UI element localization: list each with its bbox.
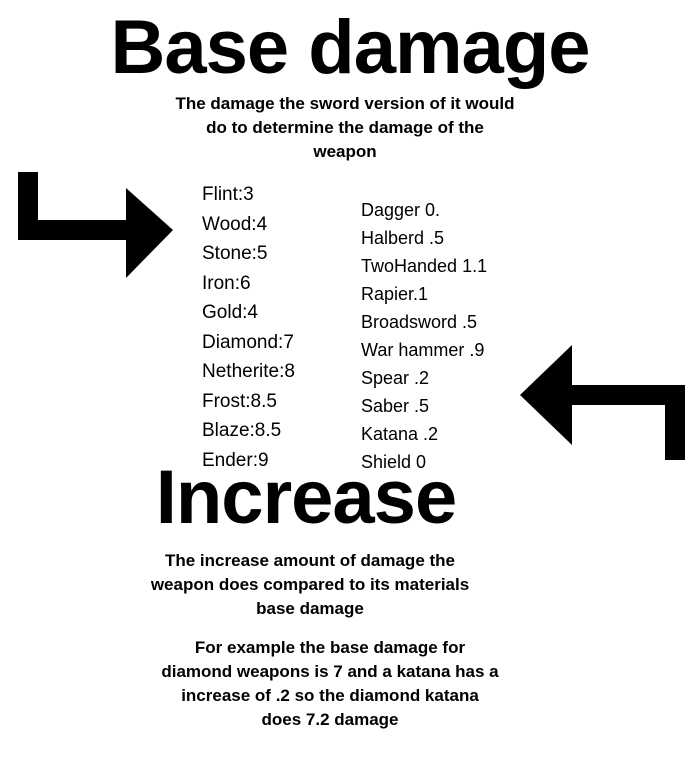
list-item: Wood:4 [202, 213, 268, 235]
list-item: Iron:6 [202, 272, 251, 294]
list-item: Flint:3 [202, 184, 254, 205]
list-item: Dagger 0. [361, 200, 441, 220]
list-item: Diamond:7 [202, 331, 294, 353]
list-item: Broadsword .5 [361, 312, 478, 332]
list-item: War hammer .9 [361, 340, 485, 360]
list-item: Ender:9 [202, 449, 269, 471]
increase-title: Increase [155, 455, 457, 540]
weapons-list: Dagger 0. Halberd .5 TwoHanded 1.1 Rapie… [361, 196, 487, 476]
list-item: Rapier.1 [361, 284, 429, 304]
list-item: Frost:8.5 [202, 390, 277, 412]
list-item: Spear .2 [361, 368, 430, 388]
materials-list: Flint:3 Wood:4 Stone:5 Iron:6 Gold:4 Dia… [202, 180, 295, 475]
example-text: For example the base damage for diamond … [161, 638, 499, 729]
list-item: Saber .5 [361, 396, 430, 416]
arrow-turn-left-icon [520, 345, 685, 460]
list-item: Blaze:8.5 [202, 420, 282, 441]
list-item: Stone:5 [202, 243, 268, 264]
list-item: TwoHanded 1.1 [361, 256, 488, 276]
list-item: Netherite:8 [202, 361, 295, 382]
list-item: Halberd .5 [361, 228, 445, 248]
arrow-turn-right-icon [18, 172, 173, 278]
list-item: Katana .2 [361, 424, 439, 444]
list-item: Shield 0 [361, 452, 427, 472]
increase-description: The increase amount of damage the weapon… [150, 551, 470, 618]
base-damage-title: Base damage [110, 5, 590, 90]
list-item: Gold:4 [202, 302, 258, 323]
base-damage-description: The damage the sword version of it would… [175, 94, 515, 161]
